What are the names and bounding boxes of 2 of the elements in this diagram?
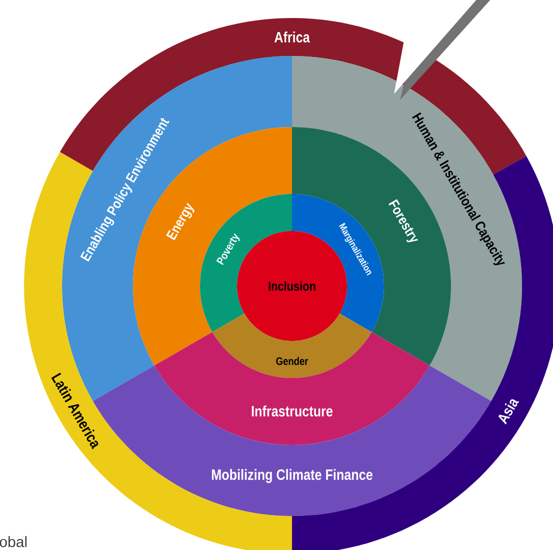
ring-segment: Gender	[212, 314, 372, 378]
caption-text: obal	[0, 536, 27, 548]
